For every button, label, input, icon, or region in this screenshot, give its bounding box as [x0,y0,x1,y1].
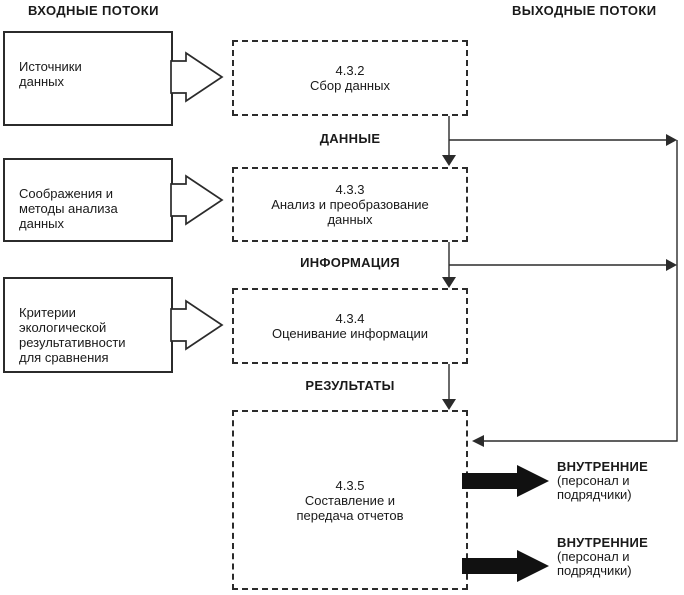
input-box-data-sources: Источники данных [3,31,173,126]
arrowhead-left-feedback [472,435,484,447]
output-label-internal-2: ВНУТРЕННИЕ (персонал и подрядчики) [557,536,682,578]
stage-number: 4.3.5 [335,477,365,493]
arrowhead-right-2 [666,259,677,271]
stage-number: 4.3.3 [335,182,365,197]
output-arrow-1 [462,465,549,497]
block-arrow-input-2 [170,174,224,226]
arrowhead-down-1 [442,155,456,166]
stage-label: Оценивание информации [271,326,429,341]
output-detail: (персонал и подрядчики) [557,549,632,578]
stage-box-4-3-4: 4.3.4 Оценивание информации [232,288,468,364]
input-box-label: Соображения и методы анализа данных [19,186,118,231]
block-arrow-input-1 [170,51,224,103]
input-box-label: Источники данных [19,59,82,89]
connector-right-feedback-line [483,140,678,442]
stage-label: Сбор данных [310,78,390,93]
output-flows-title: ВЫХОДНЫЕ ПОТОКИ [512,3,657,18]
input-box-label: Критерии экологической результативности … [19,305,126,365]
stage-box-4-3-5: 4.3.5 Составление и передача отчетов [232,410,468,590]
output-title: ВНУТРЕННИЕ [557,459,648,474]
output-title: ВНУТРЕННИЕ [557,535,648,550]
flow-label-data: ДАННЫЕ [319,131,381,146]
arrowhead-right-1 [666,134,677,146]
flow-label-information: ИНФОРМАЦИЯ [300,255,400,270]
stage-label: Анализ и преобразование данных [271,197,429,227]
output-label-internal-1: ВНУТРЕННИЕ (персонал и подрядчики) [557,460,682,502]
block-arrow-input-3 [170,299,224,351]
flow-label-results: РЕЗУЛЬТАТЫ [305,378,395,393]
input-box-performance-criteria: Критерии экологической результативности … [3,277,173,373]
output-arrow-2 [462,550,549,582]
input-flows-title: ВХОДНЫЕ ПОТОКИ [28,3,159,18]
stage-box-4-3-3: 4.3.3 Анализ и преобразование данных [232,167,468,242]
stage-box-4-3-2: 4.3.2 Сбор данных [232,40,468,116]
arrowhead-down-2 [442,277,456,288]
output-detail: (персонал и подрядчики) [557,473,632,502]
arrowhead-down-3 [442,399,456,410]
input-box-analysis-methods: Соображения и методы анализа данных [3,158,173,242]
stage-label: Составление и передача отчетов [296,492,404,523]
stage-number: 4.3.2 [335,63,365,78]
stage-number: 4.3.4 [335,311,365,326]
